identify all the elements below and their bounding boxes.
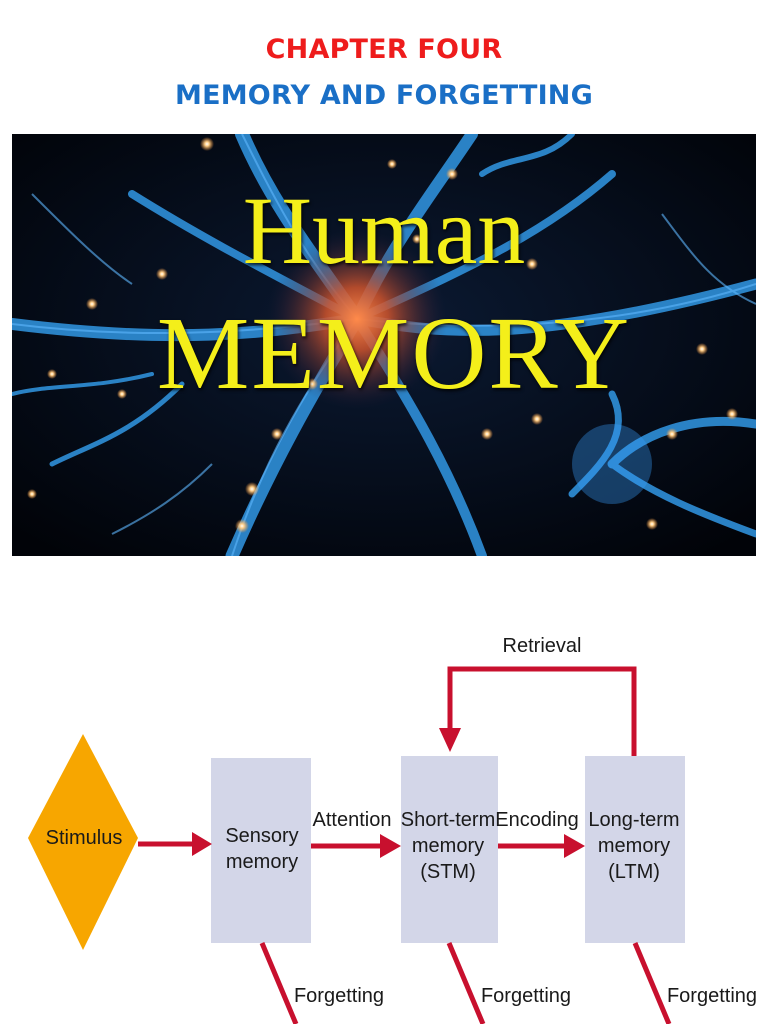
long-term-memory-box xyxy=(585,756,685,943)
stimulus-label: Stimulus xyxy=(46,827,123,849)
stm-label-line3: (STM) xyxy=(420,861,476,883)
stm-forgetting-arrow xyxy=(446,942,486,1024)
ltm-label-line1: Long-term xyxy=(588,809,679,831)
retrieval-label: Retrieval xyxy=(503,635,582,657)
human-memory-banner-image: Human MEMORY xyxy=(12,134,756,556)
banner-word-memory: MEMORY xyxy=(156,296,632,411)
attention-label: Attention xyxy=(313,809,392,831)
encoding-label: Encoding xyxy=(495,809,578,831)
stimulus-to-sensory-arrowhead xyxy=(192,832,212,856)
ltm-forgetting-label: Forgetting xyxy=(667,985,757,1007)
ltm-label-line3: (LTM) xyxy=(608,861,660,883)
encoding-arrowhead xyxy=(564,834,585,858)
ltm-label-line2: memory xyxy=(598,835,670,857)
chapter-title-heading: MEMORY AND FORGETTING xyxy=(175,80,593,111)
attention-arrowhead xyxy=(380,834,401,858)
stm-label-line1: Short-term xyxy=(401,809,495,831)
short-term-memory-box xyxy=(401,756,498,943)
neuron-background-illustration xyxy=(12,134,756,556)
ltm-forgetting-arrow xyxy=(632,942,672,1024)
retrieval-arrowhead xyxy=(439,728,461,752)
chapter-number-heading: CHAPTER FOUR xyxy=(265,34,503,65)
stm-forgetting-label: Forgetting xyxy=(481,985,571,1007)
sensory-forgetting-arrow xyxy=(259,942,299,1024)
sensory-forgetting-label: Forgetting xyxy=(294,985,384,1007)
sensory-memory-box xyxy=(211,758,311,943)
sensory-memory-label-line2: memory xyxy=(226,851,298,873)
memory-model-diagram: Retrieval Stimulus Sensory memory Short-… xyxy=(28,635,757,1024)
banner-word-human: Human xyxy=(242,177,526,284)
sensory-memory-label-line1: Sensory xyxy=(225,825,298,847)
retrieval-arrow xyxy=(447,666,637,756)
stm-label-line2: memory xyxy=(412,835,484,857)
stimulus-diamond xyxy=(28,734,138,950)
